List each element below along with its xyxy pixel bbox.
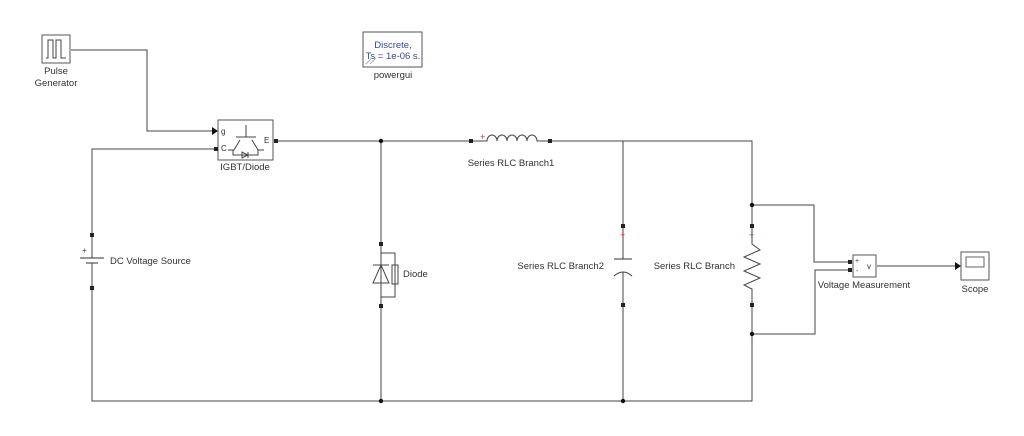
- arrow-icon: [212, 127, 218, 135]
- port: [214, 147, 218, 151]
- block-label: Diode: [403, 269, 428, 280]
- vm-plus-wire[interactable]: [752, 204, 848, 263]
- port-label: v: [867, 262, 871, 271]
- port-label: +: [855, 258, 859, 265]
- series-rlc-branch2-block[interactable]: + Series RLC Branch2: [517, 224, 633, 307]
- pulse-generator-block[interactable]: Pulse Generator: [35, 34, 78, 89]
- port: [379, 304, 383, 308]
- junction: [378, 398, 384, 404]
- port-label: -: [856, 268, 859, 275]
- voltage-measurement-block[interactable]: + - v Voltage Measurement: [818, 254, 911, 291]
- powergui-text: Discrete,: [374, 40, 411, 51]
- polarity-label: +: [749, 230, 754, 240]
- polarity-label: +: [82, 246, 87, 255]
- block-label: Series RLC Branch1: [468, 158, 555, 169]
- junction: [378, 138, 384, 144]
- port-label: E: [264, 136, 269, 145]
- scope-block[interactable]: Scope: [960, 251, 990, 295]
- block-label: powergui: [374, 70, 413, 81]
- port: [750, 224, 754, 228]
- port-label: C: [221, 144, 227, 153]
- series-rlc-branch-block[interactable]: + Series RLC Branch: [654, 224, 762, 307]
- powergui-icon: [365, 57, 377, 65]
- junction: [749, 331, 755, 337]
- igbt-icon: [228, 125, 264, 159]
- port: [621, 303, 625, 307]
- block-label: DC Voltage Source: [110, 256, 191, 267]
- vm-minus-wire[interactable]: [752, 269, 848, 335]
- pulse-icon: [46, 39, 66, 59]
- dc-voltage-source-block[interactable]: + DC Voltage Source: [80, 233, 191, 290]
- block-label: Series RLC Branch: [654, 261, 735, 272]
- arrow-icon: [955, 262, 961, 270]
- block-label: Generator: [35, 78, 78, 89]
- powergui-text: Ts = 1e-06 s.: [366, 51, 421, 62]
- port: [90, 286, 94, 290]
- block-label: Pulse: [44, 66, 68, 77]
- resistor-icon: [742, 228, 762, 303]
- port: [548, 139, 552, 143]
- diode-icon: [372, 246, 399, 304]
- port: [750, 303, 754, 307]
- bottom-wire[interactable]: [91, 287, 753, 402]
- signal-lines: [71, 49, 961, 404]
- polarity-label: +: [620, 230, 625, 240]
- port: [379, 242, 383, 246]
- port: [90, 233, 94, 237]
- port: [848, 260, 852, 264]
- port: [621, 224, 625, 228]
- block-label: Scope: [962, 284, 989, 295]
- junction: [620, 398, 626, 404]
- diode-block[interactable]: Diode: [372, 242, 428, 308]
- block-label: Series RLC Branch2: [517, 261, 604, 272]
- pulse-to-igbt-wire[interactable]: [71, 49, 212, 132]
- series-rlc-branch1-block[interactable]: + Series RLC Branch1: [468, 132, 555, 169]
- port-label: g: [221, 127, 225, 136]
- port: [274, 139, 278, 143]
- scope-screen-icon: [965, 256, 985, 268]
- polarity-label: +: [480, 132, 485, 142]
- junction: [749, 202, 755, 208]
- block-label: IGBT/Diode: [220, 162, 270, 173]
- source-to-igbt-wire[interactable]: [91, 148, 215, 233]
- inductor-icon: [473, 134, 548, 142]
- port: [848, 268, 852, 272]
- port: [469, 139, 473, 143]
- igbt-diode-block[interactable]: g C E IGBT/Diode: [214, 119, 278, 173]
- rlc1-to-load-wire[interactable]: [552, 140, 753, 225]
- powergui-block[interactable]: Discrete, Ts = 1e-06 s. powergui: [362, 31, 423, 81]
- block-label: Voltage Measurement: [818, 280, 911, 291]
